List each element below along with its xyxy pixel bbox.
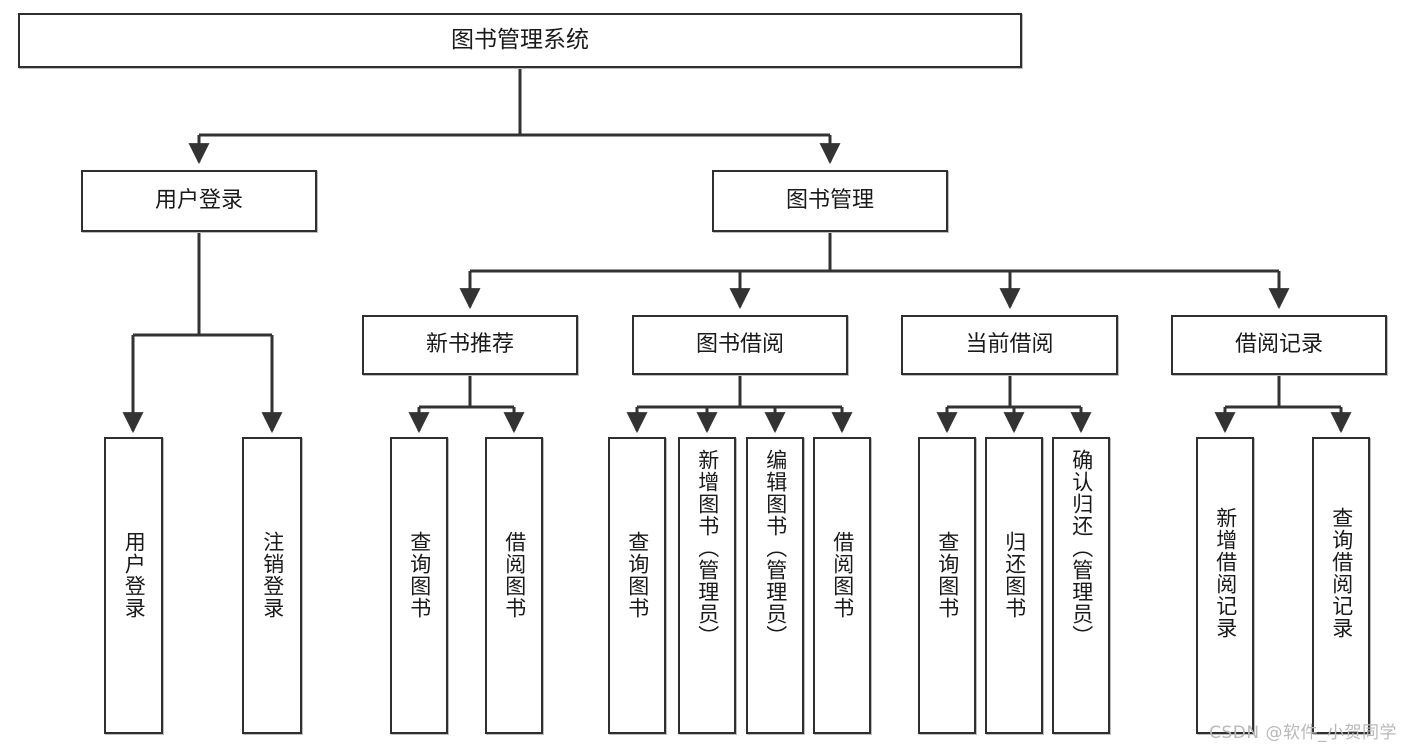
node-root-system[interactable]: 图书管理系统 [18,13,1022,68]
node-label: 图书管理 [785,188,874,214]
node-label: 查询图书 [407,531,432,619]
leaf-query-borrow-record[interactable]: 查询借阅记录 [1312,437,1370,734]
node-label: 新增图书（管理员） [695,449,720,647]
leaf-borrow-book[interactable]: 借阅图书 [813,437,871,734]
leaf-query-book-current[interactable]: 查询图书 [918,437,976,734]
node-label: 查询图书 [625,531,650,619]
node-label: 查询图书 [935,531,960,619]
node-book-borrow[interactable]: 图书借阅 [632,315,848,375]
node-label: 归还图书 [1002,531,1027,619]
leaf-query-book-borrow[interactable]: 查询图书 [608,437,666,734]
leaf-return-book[interactable]: 归还图书 [985,437,1043,734]
node-label: 图书管理系统 [451,27,589,54]
node-label: 借阅图书 [830,531,855,619]
node-label: 注销登录 [260,531,285,619]
leaf-user-login[interactable]: 用户登录 [104,437,163,734]
node-borrow-record[interactable]: 借阅记录 [1171,315,1387,375]
node-label: 借阅图书 [502,531,527,619]
leaf-confirm-return-admin[interactable]: 确认归还（管理员） [1052,437,1110,734]
node-label: 当前借阅 [965,332,1054,358]
watermark: CSDN @软件_小贺同学 [1209,723,1397,743]
node-label: 用户登录 [154,188,243,214]
node-label: 确认归还（管理员） [1069,449,1094,647]
node-label: 图书借阅 [695,332,784,358]
leaf-add-book-admin[interactable]: 新增图书（管理员） [678,437,736,734]
node-book-management[interactable]: 图书管理 [712,170,948,232]
leaf-query-book-recommend[interactable]: 查询图书 [390,437,448,734]
node-label: 新增借阅记录 [1213,507,1238,639]
node-label: 新书推荐 [425,332,514,358]
leaf-borrow-book-recommend[interactable]: 借阅图书 [485,437,543,734]
node-user-login[interactable]: 用户登录 [81,170,317,232]
node-label: 借阅记录 [1234,332,1323,358]
node-new-book-recommend[interactable]: 新书推荐 [362,315,578,375]
node-label: 编辑图书（管理员） [763,449,788,647]
leaf-add-borrow-record[interactable]: 新增借阅记录 [1196,437,1254,734]
leaf-logout[interactable]: 注销登录 [242,437,302,734]
node-label: 查询借阅记录 [1329,507,1354,639]
node-current-borrow[interactable]: 当前借阅 [901,315,1118,375]
leaf-edit-book-admin[interactable]: 编辑图书（管理员） [746,437,804,734]
node-label: 用户登录 [122,531,147,619]
